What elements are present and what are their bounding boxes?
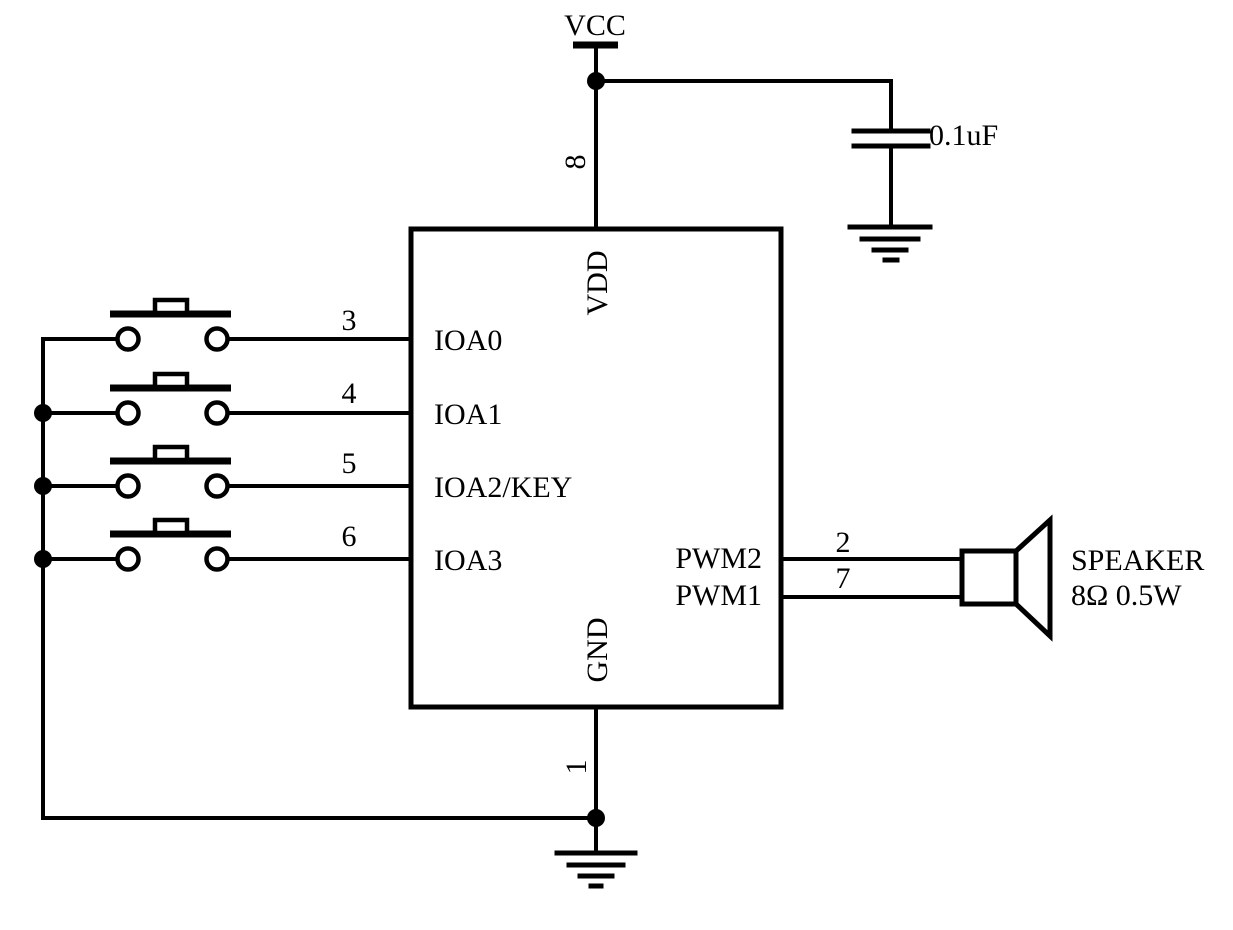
junction-dot-vcc: [587, 72, 605, 90]
push-button-2: [41, 371, 413, 426]
ioa0-pin-label: IOA0: [434, 324, 502, 357]
gnd-pin-label: GND: [581, 618, 614, 683]
button1-cap: [152, 297, 190, 316]
ioa1-pin-number: 4: [342, 377, 357, 410]
ioa3-pin-number: 6: [342, 520, 357, 553]
pwm1-pin-label: PWM1: [675, 579, 762, 612]
ioa2-pin-label: IOA2/KEY: [434, 471, 572, 504]
button2-terminal-left: [115, 400, 141, 426]
ioa3-pin-label: IOA3: [434, 544, 502, 577]
capacitor-value-label: 0.1uF: [929, 119, 998, 152]
speaker-symbol: [959, 514, 1053, 642]
speaker-body: [959, 548, 1019, 607]
push-button-3: [41, 444, 413, 499]
push-button-4: [41, 517, 413, 572]
button1-terminal-right: [204, 326, 230, 352]
button4-terminal-right: [204, 546, 230, 572]
button1-terminal-left: [115, 326, 141, 352]
button4-terminal-left: [115, 546, 141, 572]
ioa2-pin-number: 5: [342, 447, 357, 480]
ground-symbol-capacitor: [847, 224, 933, 263]
ground-symbol-main: [554, 850, 638, 889]
speaker-spec-label: 8Ω 0.5W: [1071, 579, 1182, 612]
vdd-pin-number: 8: [559, 155, 592, 170]
ioa0-pin-number: 3: [342, 304, 357, 337]
button3-cap: [152, 444, 190, 463]
speaker-horn: [1013, 514, 1053, 642]
pwm2-pin-number: 2: [836, 526, 851, 559]
junction-dot-gnd: [587, 809, 605, 827]
button4-cap: [152, 517, 190, 536]
ioa1-pin-label: IOA1: [434, 398, 502, 431]
button3-terminal-left: [115, 473, 141, 499]
button2-terminal-right: [204, 400, 230, 426]
gnd-pin-number: 1: [560, 760, 593, 775]
push-button-1: [41, 297, 413, 352]
button2-cap: [152, 371, 190, 390]
vcc-label: VCC: [564, 9, 626, 42]
pwm2-pin-label: PWM2: [675, 542, 762, 575]
vdd-pin-label: VDD: [581, 251, 614, 316]
button3-terminal-right: [204, 473, 230, 499]
speaker-name-label: SPEAKER: [1071, 544, 1204, 577]
pwm1-pin-number: 7: [836, 562, 851, 595]
